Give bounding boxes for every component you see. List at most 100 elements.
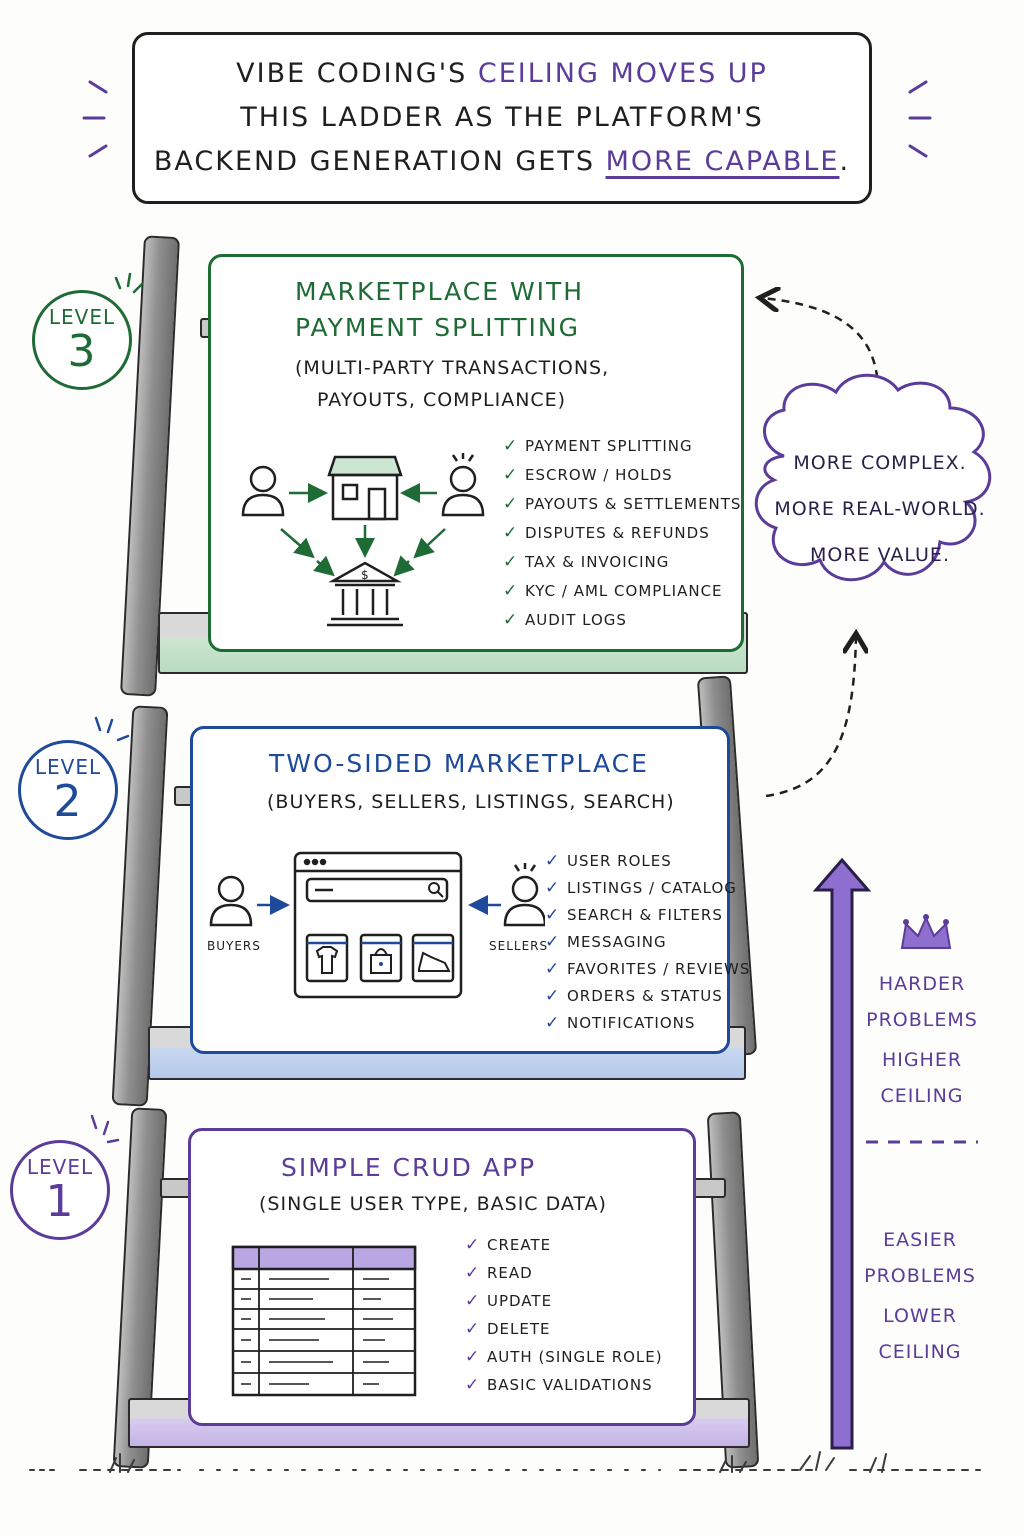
check-icon: ✓ bbox=[503, 522, 519, 543]
check-icon: ✓ bbox=[545, 904, 561, 925]
cloud-line-1: MORE COMPLEX. bbox=[793, 452, 967, 474]
level-2-title: TWO-SIDED MARKETPLACE bbox=[269, 749, 649, 778]
easier-lower-label: EASIER PROBLEMS LOWER CEILING bbox=[850, 1222, 990, 1370]
level-3-checklist: ✓ PAYMENT SPLITTING ✓ ESCROW / HOLDS ✓ PAYO… bbox=[503, 431, 741, 634]
list-item: ✓AUDIT LOGS bbox=[503, 605, 741, 634]
list-item: ✓AUTH (SINGLE ROLE) bbox=[465, 1343, 663, 1371]
list-item: ✓ TAX & INVOICING bbox=[503, 547, 741, 576]
check-icon: ✓ bbox=[465, 1375, 481, 1395]
check-icon: ✓ bbox=[503, 493, 519, 514]
header-line-3: BACKEND GENERATION GETS MORE CAPABLE. bbox=[154, 145, 850, 179]
list-item-label: PAYOUTS & SETTLEMENTS bbox=[525, 494, 742, 513]
harder-higher-label: HARDER PROBLEMS HIGHER CEILING bbox=[852, 966, 992, 1114]
buyers-label: BUYERS bbox=[207, 939, 261, 953]
badge-label: LEVEL bbox=[26, 1155, 94, 1179]
list-item: ✓LISTINGS / CATALOG bbox=[545, 874, 750, 901]
list-item-label: USER ROLES bbox=[567, 851, 672, 870]
list-item-label: BASIC VALIDATIONS bbox=[487, 1376, 653, 1394]
badge-label: LEVEL bbox=[34, 755, 102, 779]
list-item: ✓ DISPUTES & REFUNDS bbox=[503, 518, 741, 547]
check-icon: ✓ bbox=[465, 1291, 481, 1311]
level-2-subtitle: (BUYERS, SELLERS, LISTINGS, SEARCH) bbox=[267, 791, 675, 813]
header-text: . bbox=[839, 146, 851, 177]
shoe-icon bbox=[418, 951, 451, 972]
list-item-label: AUTH (SINGLE ROLE) bbox=[487, 1348, 663, 1366]
check-icon: ✓ bbox=[503, 580, 519, 601]
check-icon: ✓ bbox=[545, 958, 561, 979]
list-item-label: FAVORITES / REVIEWS bbox=[567, 959, 751, 978]
divider-dashed bbox=[866, 1140, 978, 1144]
list-item: ✓ READ bbox=[465, 1259, 663, 1287]
check-icon: ✓ bbox=[503, 464, 519, 485]
side-text-line: HIGHER bbox=[881, 1049, 963, 1071]
list-item: ✓SEARCH & FILTERS bbox=[545, 901, 750, 928]
level-1-card: SIMPLE CRUD APP (SINGLE USER TYPE, BASIC… bbox=[188, 1128, 696, 1426]
list-item: ✓ NOTIFICATIONS bbox=[545, 1009, 750, 1036]
side-text-line: PROBLEMS bbox=[864, 1265, 976, 1287]
level-3-title-line-2: PAYMENT SPLITTING bbox=[295, 313, 580, 342]
check-icon: ✓ bbox=[503, 551, 519, 572]
list-item-label: TAX & INVOICING bbox=[525, 552, 670, 571]
check-icon: ✓ bbox=[545, 850, 561, 871]
dashed-arrow-to-level-3 bbox=[762, 298, 880, 393]
storefront-icon bbox=[327, 455, 403, 521]
level-2-checklist: ✓ USER ROLES ✓LISTINGS / CATALOG ✓SEARCH … bbox=[545, 847, 750, 1036]
check-icon: ✓ bbox=[465, 1263, 481, 1283]
badge-label: LEVEL bbox=[48, 305, 116, 329]
list-item-label: ESCROW / HOLDS bbox=[525, 465, 673, 484]
side-text-line: CEILING bbox=[880, 1085, 964, 1107]
cloud-line-3: MORE VALUE. bbox=[810, 544, 950, 566]
side-text-line: EASIER bbox=[883, 1229, 957, 1251]
seller-icon bbox=[503, 863, 545, 927]
list-item: ✓ BASIC VALIDATIONS bbox=[465, 1371, 663, 1399]
browser-window-icon bbox=[293, 851, 463, 999]
search-icon bbox=[428, 882, 444, 898]
list-item-label: ORDERS & STATUS bbox=[567, 986, 723, 1005]
buyer-icon bbox=[241, 465, 285, 517]
grass-ground bbox=[29, 1451, 981, 1473]
emphasis-marks bbox=[90, 1114, 120, 1144]
bag-icon bbox=[370, 948, 392, 974]
level-3-subtitle-line-2: PAYOUTS, COMPLIANCE) bbox=[317, 389, 567, 411]
check-icon: ✓ bbox=[545, 985, 561, 1006]
cloud-and-arrows bbox=[754, 276, 992, 798]
list-item: ✓ FAVORITES / REVIEWS bbox=[545, 955, 750, 982]
list-item: ✓ PAYMENT SPLITTING bbox=[503, 431, 741, 460]
emphasis-marks bbox=[114, 272, 144, 294]
list-item-label: PAYMENT SPLITTING bbox=[525, 436, 693, 455]
list-item: ✓ ESCROW / HOLDS bbox=[503, 460, 741, 489]
list-item-label: KYC / AML COMPLIANCE bbox=[525, 581, 723, 600]
level-3-subtitle-line-1: (MULTI-PARTY TRANSACTIONS, bbox=[295, 357, 610, 379]
list-item-label: DISPUTES & REFUNDS bbox=[525, 523, 710, 542]
list-item-label: NOTIFICATIONS bbox=[567, 1013, 696, 1032]
check-icon: ✓ bbox=[545, 1012, 561, 1033]
payment-flow-diagram: $ bbox=[241, 453, 485, 627]
list-item-label: UPDATE bbox=[487, 1292, 553, 1310]
header-banner: VIBE CODING'S CEILING MOVES UP THIS LADD… bbox=[132, 32, 872, 204]
cloud-line-2: MORE REAL-WORLD. bbox=[774, 498, 986, 520]
tshirt-icon bbox=[315, 946, 339, 974]
list-item-label: MESSAGING bbox=[567, 932, 667, 951]
list-item-label: READ bbox=[487, 1264, 533, 1282]
dashed-arrow-to-cloud bbox=[765, 636, 856, 798]
list-item: ✓ UPDATE bbox=[465, 1287, 663, 1315]
header-highlight: CEILING MOVES UP bbox=[477, 58, 768, 89]
level-1-subtitle: (SINGLE USER TYPE, BASIC DATA) bbox=[259, 1193, 607, 1215]
check-icon: ✓ bbox=[503, 435, 519, 456]
list-item-label: CREATE bbox=[487, 1236, 552, 1254]
list-item: ✓ MESSAGING bbox=[545, 928, 750, 955]
side-text-line: HARDER bbox=[878, 973, 966, 995]
level-3-card: MARKETPLACE WITH PAYMENT SPLITTING (MULT… bbox=[208, 254, 744, 652]
data-table-icon bbox=[231, 1245, 417, 1397]
buyer-icon bbox=[209, 875, 253, 927]
list-item-label: AUDIT LOGS bbox=[525, 610, 627, 629]
badge-number: 3 bbox=[67, 326, 97, 377]
list-item: ✓ USER ROLES bbox=[545, 847, 750, 874]
check-icon: ✓ bbox=[545, 931, 561, 952]
side-text-line: PROBLEMS bbox=[866, 1009, 978, 1031]
badge-number: 2 bbox=[53, 776, 83, 827]
thought-cloud bbox=[754, 373, 992, 582]
marketplace-diagram bbox=[209, 851, 545, 999]
list-item: ✓ ORDERS & STATUS bbox=[545, 982, 750, 1009]
check-icon: ✓ bbox=[465, 1319, 481, 1339]
